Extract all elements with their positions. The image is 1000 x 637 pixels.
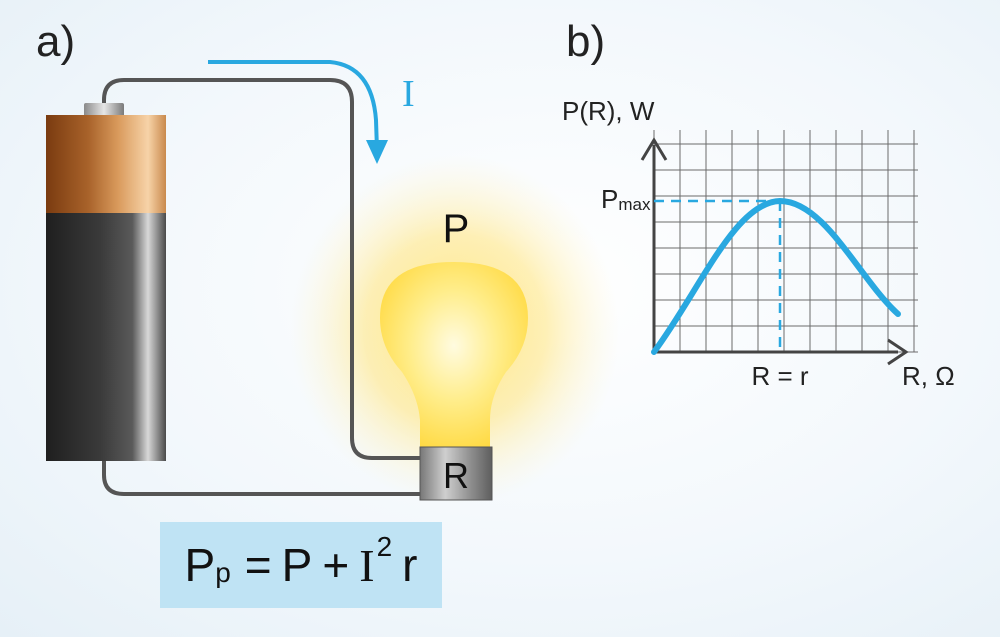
- bulb-glass: [380, 262, 528, 448]
- resistor-label: R: [443, 455, 469, 496]
- top-wire: [102, 78, 420, 460]
- formula-useful-power: P: [281, 539, 313, 591]
- y-axis-label: P(R), W: [562, 96, 655, 126]
- formula-exponent: 2: [376, 531, 393, 562]
- light-bulb: [380, 262, 528, 501]
- bulb-base-resistor: [419, 446, 493, 501]
- battery-body: [46, 213, 166, 461]
- power-graph: [640, 130, 918, 366]
- pmax-subscript: max: [618, 195, 651, 214]
- battery: [46, 103, 166, 461]
- panel-a-label: a): [36, 17, 76, 66]
- battery-terminal: [84, 103, 124, 117]
- formula-internal-resistance: r: [402, 539, 418, 591]
- formula-current: I: [359, 539, 375, 591]
- formula-subscript: p: [215, 557, 231, 588]
- pmax-label: Pmax: [601, 184, 651, 214]
- power-label: P: [443, 207, 470, 251]
- current-label: I: [402, 73, 415, 115]
- formula-equals: =: [244, 539, 272, 591]
- formula-plus: +: [322, 539, 350, 591]
- graph-grid: [653, 130, 918, 353]
- x-axis-arrowhead: [887, 338, 909, 366]
- power-curve: [651, 197, 901, 355]
- y-axis-arrowhead: [640, 137, 668, 161]
- pmax-symbol: P: [601, 184, 618, 214]
- current-arrow: [208, 60, 388, 164]
- formula-total-power: P: [184, 539, 216, 591]
- panel-b-label: b): [566, 17, 606, 66]
- battery-copper-top: [46, 115, 166, 213]
- peak-label: R = r: [751, 361, 808, 391]
- x-axis-label: R, Ω: [902, 361, 955, 391]
- bottom-wire: [102, 460, 420, 496]
